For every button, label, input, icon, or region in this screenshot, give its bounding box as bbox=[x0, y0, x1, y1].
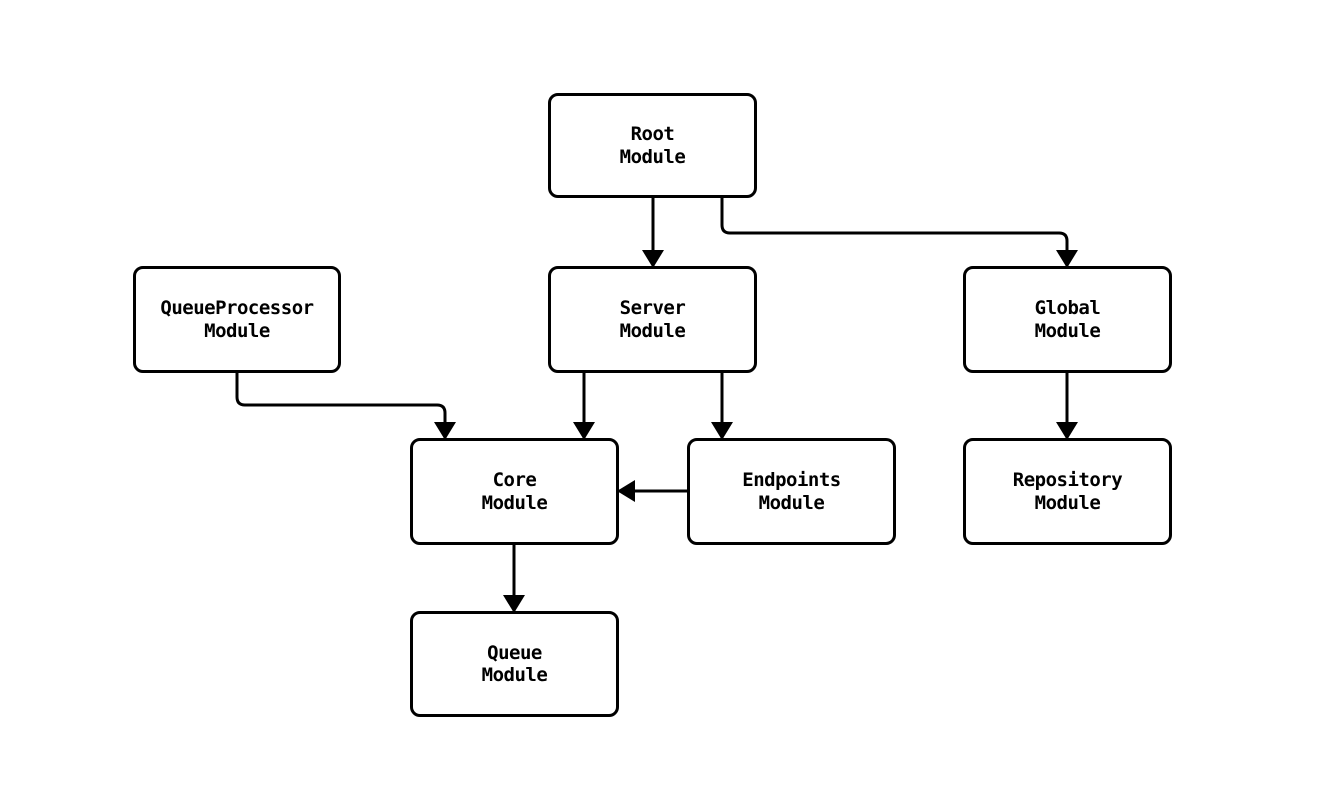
node-core-module: Core Module bbox=[410, 438, 619, 545]
node-label-repository: Repository Module bbox=[1012, 469, 1123, 514]
node-queueprocessor-module: QueueProcessor Module bbox=[133, 266, 341, 373]
node-label-endpoints: Endpoints Module bbox=[742, 469, 841, 514]
node-repository-module: Repository Module bbox=[963, 438, 1172, 545]
edges-group bbox=[235, 195, 1078, 613]
edge-queueprocessor-to-core bbox=[235, 371, 456, 440]
node-root-module: Root Module bbox=[548, 93, 757, 198]
node-label-core: Core Module bbox=[481, 469, 548, 514]
node-global-module: Global Module bbox=[963, 266, 1172, 373]
edge-root-to-global bbox=[720, 195, 1078, 268]
node-endpoints-module: Endpoints Module bbox=[687, 438, 896, 545]
node-queue-module: Queue Module bbox=[410, 611, 619, 717]
node-label-server: Server Module bbox=[619, 297, 686, 342]
node-label-root: Root Module bbox=[619, 123, 686, 168]
node-label-queue: Queue Module bbox=[481, 641, 548, 686]
node-server-module: Server Module bbox=[548, 266, 757, 373]
node-label-queueprocessor: QueueProcessor Module bbox=[160, 297, 314, 342]
node-label-global: Global Module bbox=[1034, 297, 1101, 342]
